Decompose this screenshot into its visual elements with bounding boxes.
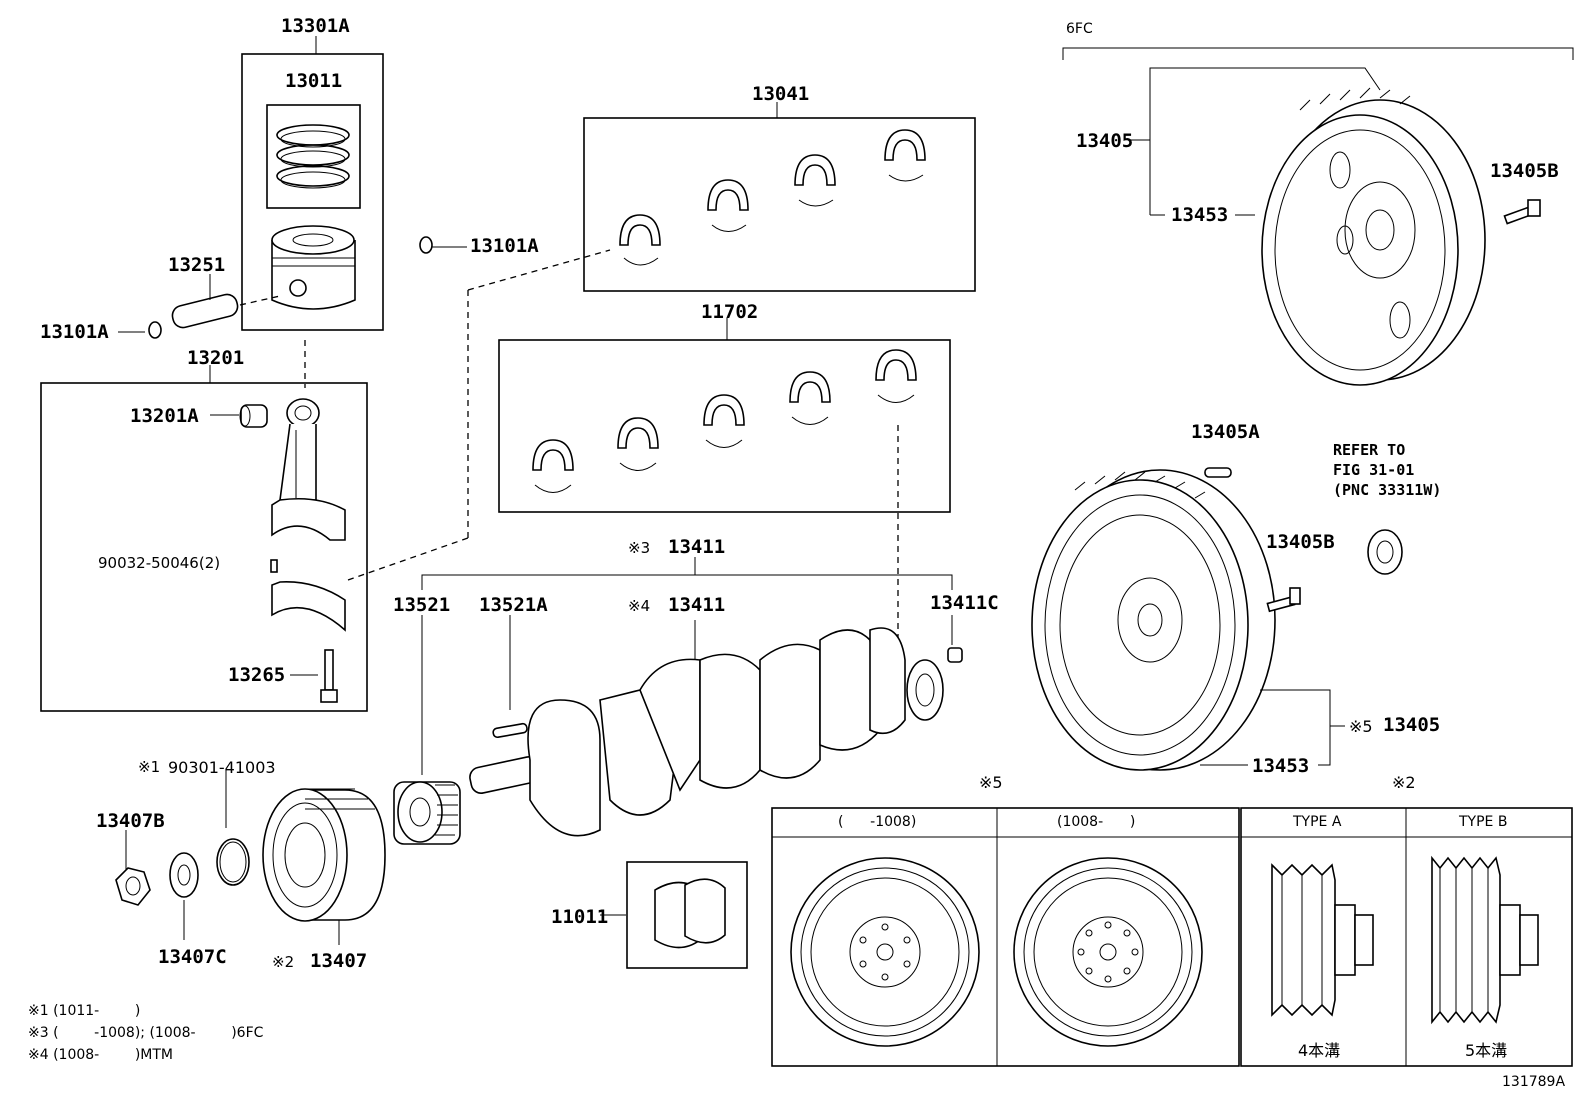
type-b-caption: 5本溝 xyxy=(1465,1041,1508,1060)
label-13405-bot: 13405 xyxy=(1383,714,1441,736)
label-13101A-left: 13101A xyxy=(40,321,109,343)
flywheel-upper-icon xyxy=(1261,87,1486,386)
flywheel-lower-icon xyxy=(1031,469,1276,771)
flywheel-variant-a-icon xyxy=(790,857,980,1047)
label-11702: 11702 xyxy=(701,301,759,323)
box-mark-5: ※5 xyxy=(979,773,1003,792)
label-13521A: 13521A xyxy=(479,594,548,616)
pulley-washer-icon xyxy=(169,852,199,898)
label-13411-b: 13411 xyxy=(668,594,726,616)
pulley-nut-icon xyxy=(115,867,151,906)
rod-bearing-set-box xyxy=(583,117,976,292)
label-13407C: 13407C xyxy=(158,946,227,968)
connecting-rod-box xyxy=(40,382,368,712)
flywheel-bolt-upper-icon xyxy=(1503,199,1541,225)
label-13453-bot: 13453 xyxy=(1252,755,1310,777)
main-bearing-set-box xyxy=(498,339,951,513)
pulley-type-b-icon xyxy=(1431,855,1539,1025)
label-13405B-mid: 13405B xyxy=(1266,531,1335,553)
label-13041: 13041 xyxy=(752,83,810,105)
label-13407: 13407 xyxy=(310,950,368,972)
label-11011: 11011 xyxy=(551,906,609,928)
note-mark-5: ※5 xyxy=(1349,717,1373,736)
piston-ring-set-icon xyxy=(276,124,350,189)
label-13101A-top: 13101A xyxy=(470,235,539,257)
bearing-icon xyxy=(1367,529,1403,575)
crankshaft-icon xyxy=(469,627,944,837)
crankshaft-key-icon xyxy=(492,722,528,739)
rod-bolt-icon xyxy=(320,649,338,703)
main-bearing-icon xyxy=(532,349,917,493)
label-13453-top: 13453 xyxy=(1171,204,1229,226)
crankshaft-pilot-bushing-icon xyxy=(947,647,963,663)
label-13407B: 13407B xyxy=(96,810,165,832)
label-13201A: 13201A xyxy=(130,405,199,427)
label-13405A: 13405A xyxy=(1191,421,1260,443)
label-13251: 13251 xyxy=(168,254,226,276)
type-a-caption: 4本溝 xyxy=(1298,1041,1341,1060)
o-ring-icon xyxy=(216,838,250,886)
label-13405-top: 13405 xyxy=(1076,130,1134,152)
piston-assembly-box xyxy=(241,36,384,331)
label-90032-50046: 90032-50046(2) xyxy=(98,554,221,572)
type-b-label: TYPE B xyxy=(1459,814,1508,830)
note-mark-3: ※3 xyxy=(628,539,651,557)
note-mark-2: ※2 xyxy=(272,953,295,971)
type-a-label: TYPE A xyxy=(1293,814,1342,830)
knock-pin-icon xyxy=(1204,467,1232,478)
flywheel-bolt-lower-icon xyxy=(1266,587,1301,613)
thrust-washer-icon xyxy=(654,878,726,949)
figure-id: 131789A xyxy=(1502,1074,1566,1090)
label-13405B-top: 13405B xyxy=(1490,160,1559,182)
thrust-washer-box xyxy=(626,861,748,969)
piston-pin-icon xyxy=(171,293,281,329)
variant-label-b: (1008- ) xyxy=(1057,814,1136,830)
label-13201: 13201 xyxy=(187,347,245,369)
footnote-4: ※4 (1008- )MTM xyxy=(28,1047,174,1063)
connecting-rod-icon xyxy=(271,398,346,541)
pulley-type-a-icon xyxy=(1271,863,1374,1017)
rod-nut-icon xyxy=(270,559,278,573)
piston-pin-clip-icon xyxy=(419,236,433,254)
rod-cap-icon xyxy=(271,581,346,632)
label-90301-41003: 90301-41003 xyxy=(168,758,276,777)
flywheel-variant-b-icon xyxy=(1013,857,1203,1047)
variant-label-a: ( -1008) xyxy=(838,814,917,830)
label-13265: 13265 xyxy=(228,664,286,686)
label-13011: 13011 xyxy=(285,70,343,92)
footnotes: ※1 (1011- ) ※3 ( -1008); (1008- )6FC ※4 … xyxy=(28,1000,263,1066)
box-mark-2: ※2 xyxy=(1392,773,1416,792)
label-13411-a: 13411 xyxy=(668,536,726,558)
label-13521: 13521 xyxy=(393,594,451,616)
flywheel-variant-box xyxy=(771,807,1240,1067)
piston-pin-clip-left-icon xyxy=(148,321,162,339)
group-label-6fc: 6FC xyxy=(1066,21,1093,37)
label-13411C: 13411C xyxy=(930,592,999,614)
small-end-bushing-icon xyxy=(239,404,268,428)
note-mark-4: ※4 xyxy=(628,597,651,615)
crankshaft-pulley-icon xyxy=(262,788,386,922)
piston-icon xyxy=(271,225,356,310)
footnote-1: ※1 (1011- ) xyxy=(28,1003,141,1019)
crankshaft-timing-gear-icon xyxy=(393,781,461,845)
note-mark-1: ※1 xyxy=(138,758,161,776)
label-13301A: 13301A xyxy=(281,15,350,37)
footnote-3: ※3 ( -1008); (1008- )6FC xyxy=(28,1025,264,1041)
rod-bearing-icon xyxy=(619,129,926,266)
